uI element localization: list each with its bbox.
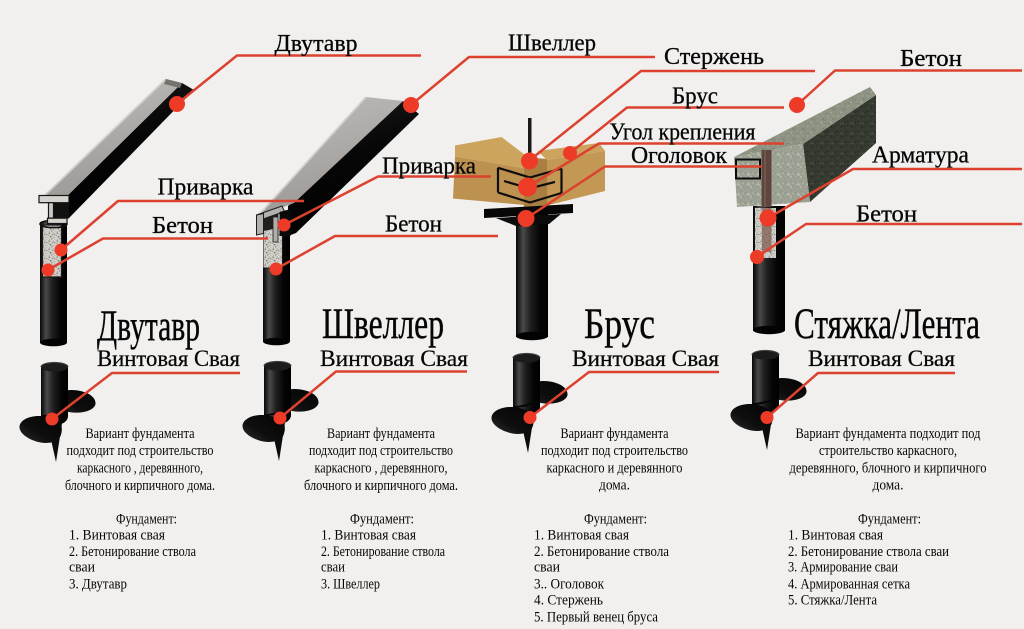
svg-text:каркасного , деревянного,: каркасного , деревянного, xyxy=(315,461,448,477)
svg-text:деревянного, блочного и кирпич: деревянного, блочного и кирпичного xyxy=(790,461,987,477)
svg-text:Бетон: Бетон xyxy=(900,46,962,72)
svg-text:подходит под строительство: подходит под строительство xyxy=(309,443,453,459)
svg-text:Брус: Брус xyxy=(584,301,655,348)
svg-text:Фундамент:: Фундамент: xyxy=(858,512,921,528)
svg-text:Бетон: Бетон xyxy=(152,213,213,239)
svg-text:Винтовая Свая: Винтовая Свая xyxy=(320,346,468,371)
svg-text:подходит под строительство: подходит под строительство xyxy=(541,443,688,459)
svg-text:Винтовая Свая: Винтовая Свая xyxy=(572,346,719,371)
svg-text:Двутавр: Двутавр xyxy=(97,303,200,350)
svg-text:1. Винтовая свая: 1. Винтовая свая xyxy=(321,528,416,544)
svg-text:Фундамент:: Фундамент: xyxy=(350,512,414,528)
svg-text:Фундамент:: Фундамент: xyxy=(584,512,647,528)
svg-text:Вариант фундамента подходит по: Вариант фундамента подходит под xyxy=(796,426,981,442)
svg-text:2. Бетонирование ствола сваи: 2. Бетонирование ствола сваи xyxy=(788,544,949,560)
svg-text:каркасного и деревянного: каркасного и деревянного xyxy=(547,461,683,477)
svg-text:дома.: дома. xyxy=(873,478,904,494)
svg-text:3. Армирование сваи: 3. Армирование сваи xyxy=(788,560,898,576)
svg-text:4. Стержень: 4. Стержень xyxy=(534,593,603,609)
svg-text:Приварка: Приварка xyxy=(382,154,476,180)
svg-text:2. Бетонирование ствола: 2. Бетонирование ствола xyxy=(321,544,445,560)
svg-text:сваи: сваи xyxy=(534,560,560,576)
svg-text:Швеллер: Швеллер xyxy=(508,31,596,57)
svg-text:сваи: сваи xyxy=(321,560,345,576)
svg-text:1. Винтовая свая: 1. Винтовая свая xyxy=(534,528,629,544)
svg-text:Винтовая Свая: Винтовая Свая xyxy=(97,346,240,371)
svg-text:дома.: дома. xyxy=(599,478,630,494)
svg-text:Двутавр: Двутавр xyxy=(275,31,358,57)
svg-text:Стяжка/Лента: Стяжка/Лента xyxy=(794,301,980,348)
svg-text:Винтовая Свая: Винтовая Свая xyxy=(808,346,955,371)
svg-text:Вариант фундамента: Вариант фундамента xyxy=(561,426,669,442)
svg-text:Вариант фундамента: Вариант фундамента xyxy=(86,426,195,442)
svg-text:2. Бетонирование ствола: 2. Бетонирование ствола xyxy=(534,544,669,560)
svg-text:блочного и кирпичного дома.: блочного и кирпичного дома. xyxy=(304,478,458,494)
svg-text:5. Первый венец бруса: 5. Первый венец бруса xyxy=(534,610,658,626)
svg-text:строительство каркасного,: строительство каркасного, xyxy=(819,443,957,459)
svg-text:каркасного , деревянного,: каркасного , деревянного, xyxy=(77,461,203,477)
svg-text:Швеллер: Швеллер xyxy=(322,301,444,348)
svg-text:3. Двутавр: 3. Двутавр xyxy=(69,577,127,593)
svg-text:Вариант фундамента: Вариант фундамента xyxy=(327,426,435,442)
svg-text:Бетон: Бетон xyxy=(856,202,917,228)
svg-text:1. Винтовая свая: 1. Винтовая свая xyxy=(69,528,165,544)
svg-text:Арматура: Арматура xyxy=(872,143,969,169)
svg-text:Оголовок: Оголовок xyxy=(631,143,727,169)
svg-text:3.. Оголовок: 3.. Оголовок xyxy=(534,577,605,593)
svg-text:5. Стяжка/Лента: 5. Стяжка/Лента xyxy=(788,593,877,609)
svg-text:подходит под строительство: подходит под строительство xyxy=(67,443,214,459)
svg-text:Приварка: Приварка xyxy=(158,175,254,201)
svg-text:Фундамент:: Фундамент: xyxy=(116,512,177,528)
svg-text:Брус: Брус xyxy=(672,84,718,110)
svg-text:2. Бетонирование ствола: 2. Бетонирование ствола xyxy=(69,544,196,560)
svg-text:сваи: сваи xyxy=(69,560,95,576)
svg-text:Стержень: Стержень xyxy=(664,44,764,70)
svg-text:Бетон: Бетон xyxy=(385,212,442,238)
svg-text:4. Армированная сетка: 4. Армированная сетка xyxy=(788,577,910,593)
svg-text:3. Швеллер: 3. Швеллер xyxy=(321,577,380,593)
svg-text:блочного и кирпичного дома.: блочного и кирпичного дома. xyxy=(65,478,215,494)
svg-text:1. Винтовая свая: 1. Винтовая свая xyxy=(788,528,883,544)
svg-text:Угол крепления: Угол крепления xyxy=(610,120,756,146)
